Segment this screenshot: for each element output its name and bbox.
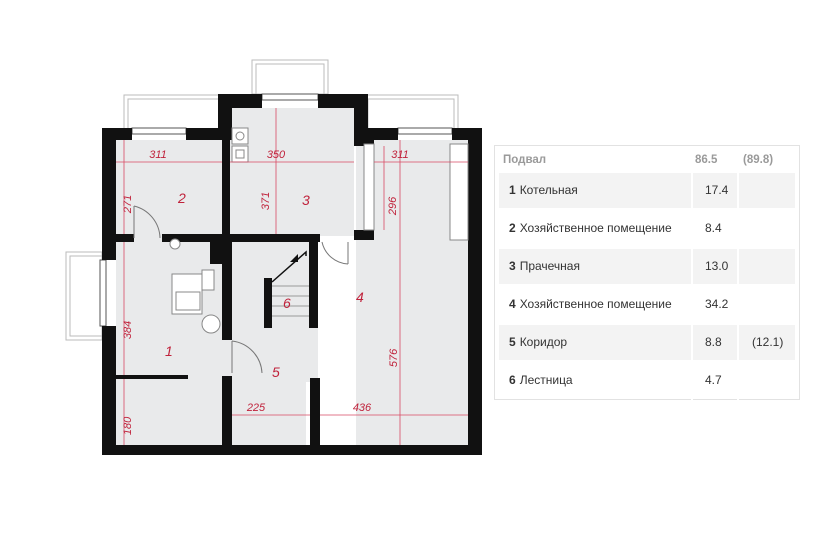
floor-plan: 311 350 311 271 384 180 371 296 576 225 … bbox=[65, 59, 482, 455]
total-area: 86.5 bbox=[695, 154, 718, 166]
room-name: Прачечная bbox=[519, 259, 580, 273]
room-area: 4.7 bbox=[705, 373, 722, 387]
stairs bbox=[264, 238, 318, 328]
dim-room4-top: 296 bbox=[387, 196, 399, 216]
room-area: 8.4 bbox=[705, 221, 722, 235]
column-divider bbox=[691, 172, 693, 400]
dim-room3-height: 371 bbox=[260, 192, 272, 210]
walls bbox=[102, 94, 482, 455]
room-label-1: 1 bbox=[165, 343, 173, 359]
room-area: 13.0 bbox=[705, 259, 729, 273]
dimension-lines bbox=[116, 108, 468, 445]
room-number: 4 bbox=[509, 297, 516, 311]
room-name: Лестница bbox=[519, 373, 573, 387]
total-area-alt: (89.8) bbox=[743, 154, 774, 166]
dim-left-middle: 384 bbox=[122, 321, 134, 339]
room-area-alt: (12.1) bbox=[752, 335, 784, 349]
fixtures bbox=[169, 127, 469, 334]
column-divider bbox=[737, 172, 739, 400]
room-number: 2 bbox=[509, 221, 516, 235]
floor-title: Подвал bbox=[503, 154, 547, 166]
room-numbers: 1 2 3 4 5 6 bbox=[165, 190, 364, 380]
room-area: 17.4 bbox=[705, 183, 729, 197]
dim-bottom-middle: 225 bbox=[246, 402, 266, 414]
room-number: 6 bbox=[509, 373, 516, 387]
room-label-4: 4 bbox=[356, 289, 364, 305]
room-number: 1 bbox=[509, 183, 516, 197]
doors bbox=[133, 205, 349, 374]
dim-top-middle: 350 bbox=[267, 149, 286, 161]
room-label-6: 6 bbox=[283, 295, 291, 311]
room-number: 3 bbox=[509, 259, 516, 273]
dim-top-left: 311 bbox=[149, 149, 167, 161]
room-label-5: 5 bbox=[272, 364, 280, 380]
room-name: Коридор bbox=[519, 335, 568, 349]
room-number: 5 bbox=[509, 335, 516, 349]
dim-top-right: 311 bbox=[391, 149, 409, 161]
room-area: 34.2 bbox=[705, 297, 729, 311]
dim-left-lower: 180 bbox=[122, 416, 134, 435]
room-area: 8.8 bbox=[705, 335, 722, 349]
dimension-labels: 311 350 311 271 384 180 371 296 576 225 … bbox=[122, 149, 409, 435]
room-floors bbox=[116, 108, 468, 445]
room-name: Котельная bbox=[519, 183, 578, 197]
dim-bottom-right: 436 bbox=[353, 402, 372, 414]
room-name: Хозяйственное помещение bbox=[519, 221, 672, 235]
table-header: Подвал 86.5 (89.8) bbox=[499, 152, 799, 172]
room-label-2: 2 bbox=[177, 190, 186, 206]
dim-room4-height: 576 bbox=[388, 348, 400, 367]
room-label-3: 3 bbox=[302, 192, 310, 208]
dim-left-upper: 271 bbox=[122, 195, 134, 214]
room-name: Хозяйственное помещение bbox=[519, 297, 672, 311]
